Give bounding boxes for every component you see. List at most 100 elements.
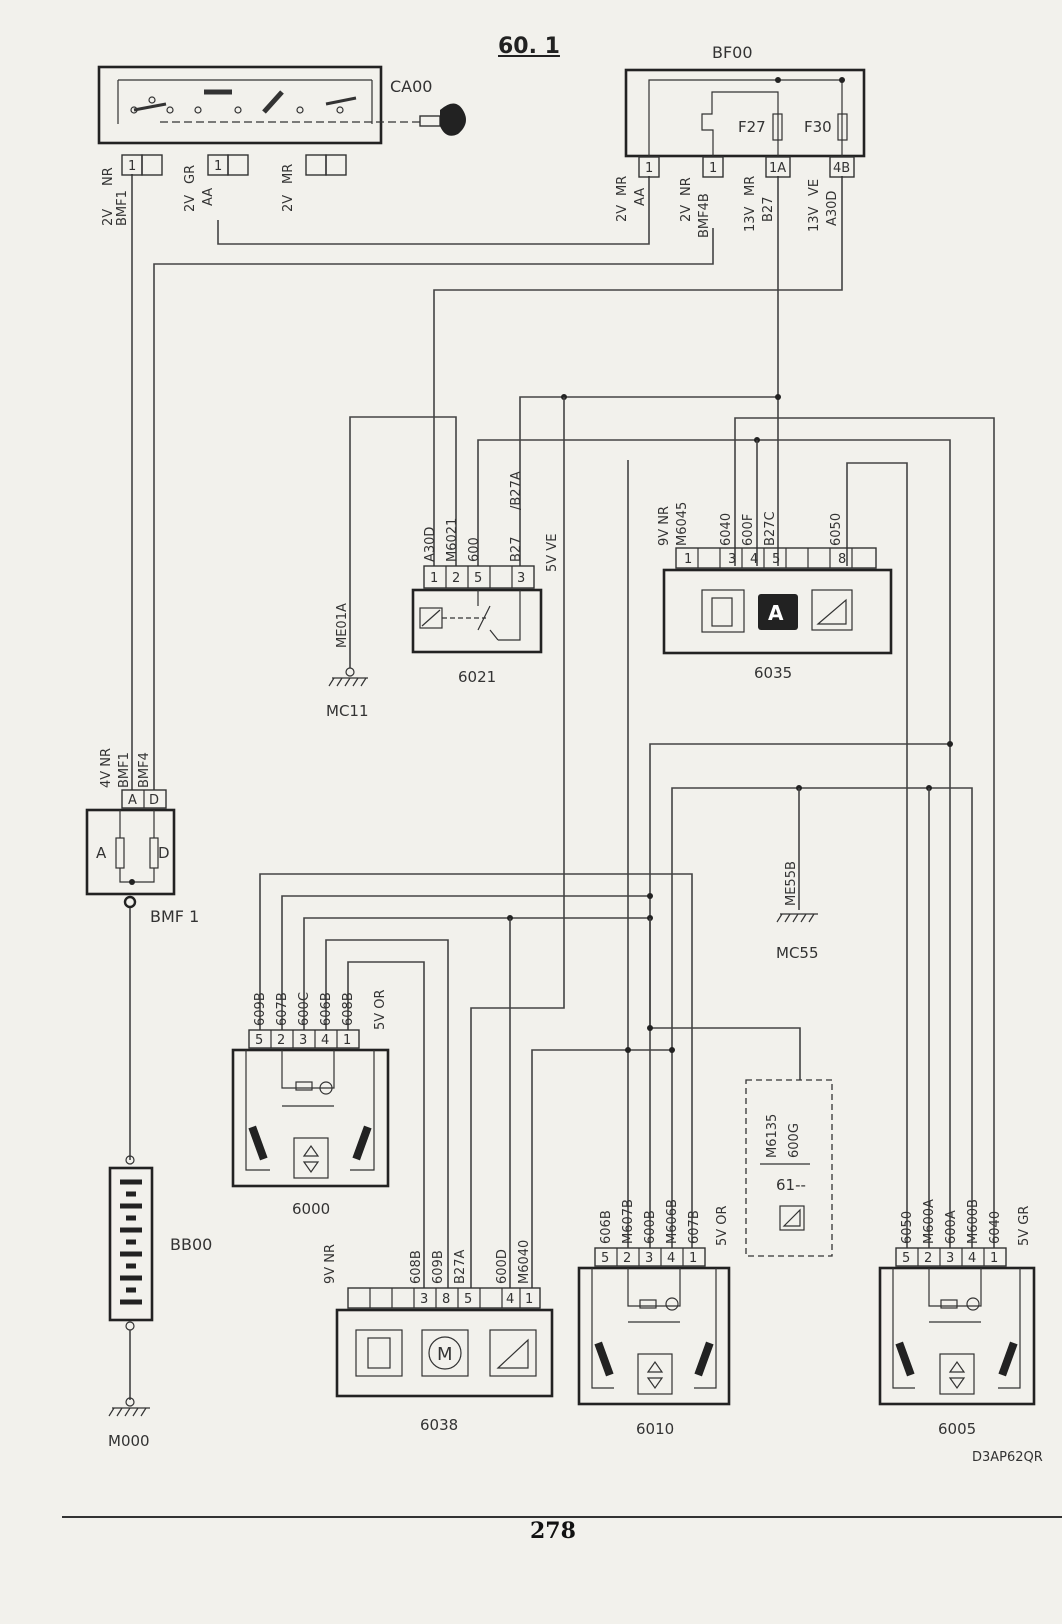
- module-61: M6135 600G 61--: [745, 1079, 833, 1257]
- 6005-label: 6005: [938, 1420, 976, 1438]
- bmf1-fuse-holder: A D A D BMF 1 4V NR BMF1 BMF4: [85, 748, 199, 926]
- 6005-pin-5: 5: [902, 1251, 910, 1266]
- 6038-pin-3: 3: [420, 1292, 428, 1307]
- bmf1-pin-d: D: [149, 793, 159, 808]
- 6038-wire-m6040: M6040: [517, 1240, 532, 1284]
- 6010-wire-606b: 606B: [599, 1210, 614, 1244]
- 6038-wire-609b: 609B: [431, 1250, 446, 1284]
- bf00-w4-gauge: 13V: [807, 206, 822, 232]
- 6005-wire-6050: 6050: [900, 1211, 915, 1244]
- 6010-pin-2: 2: [623, 1251, 631, 1266]
- 6038-label: 6038: [420, 1416, 458, 1434]
- bf00-pin-1: 1: [645, 161, 653, 176]
- 6000-pin-2: 2: [277, 1033, 285, 1048]
- bf00-pin-1a: 1A: [769, 161, 786, 176]
- bf00-w3-id: B27: [761, 197, 776, 222]
- bb00-label: BB00: [170, 1235, 212, 1254]
- bf00-w2-id: BMF4B: [697, 193, 712, 238]
- 6038-pin-5: 5: [464, 1292, 472, 1307]
- fuse-f27-label: F27: [738, 118, 766, 136]
- bf00-w1-id: AA: [633, 188, 648, 206]
- wire-network: [131, 174, 995, 1288]
- 6021-conn-label: 5V VE: [545, 534, 560, 572]
- ca00-wire2-id: AA: [201, 188, 216, 206]
- 61-label: 61--: [776, 1176, 806, 1194]
- 6000-wire-600c: 600C: [297, 992, 312, 1026]
- mc55-wire: ME55B: [784, 861, 799, 906]
- 6021-wire-m6021: M6021: [445, 518, 460, 562]
- drawing-reference: D3AP62QR: [972, 1450, 1043, 1465]
- mc11-wire: ME01A: [335, 603, 350, 648]
- 6010-pin-3: 3: [645, 1251, 653, 1266]
- 6021-pin-3: 3: [517, 571, 525, 586]
- auto-mode-icon: A: [768, 601, 784, 625]
- 6021-label: 6021: [458, 668, 496, 686]
- 6021-wire-600: 600: [467, 537, 482, 562]
- ca00-pin-1b: 1: [214, 159, 222, 174]
- ca00-wire3-gauge: 2V: [281, 195, 296, 212]
- 6005-wire-m600b: M600B: [966, 1199, 981, 1244]
- 6000-pin-1: 1: [343, 1033, 351, 1048]
- bmf1-pin-a: A: [128, 793, 137, 808]
- bmf1-inner-a: A: [96, 844, 107, 862]
- m000-label: M000: [108, 1432, 150, 1450]
- 6005-wire-600a: 600A: [944, 1210, 959, 1244]
- 6035-pin-3: 3: [728, 552, 736, 567]
- 6000-wire-607b: 607B: [275, 992, 290, 1026]
- 6038-wire-608b: 608B: [409, 1250, 424, 1284]
- ca00-wire1-id: BMF1: [115, 190, 130, 226]
- 6021-wire-a30d: A30D: [423, 527, 438, 562]
- bmf1-wire-bmf1: BMF1: [117, 752, 132, 788]
- 6010-wire-607b: 607B: [687, 1210, 702, 1244]
- 6005-pin-3: 3: [946, 1251, 954, 1266]
- ca00-wire3-color: MR: [281, 164, 296, 184]
- 6035-pin-8: 8: [838, 552, 846, 567]
- 6038-wire-600d: 600D: [495, 1249, 510, 1284]
- 6021-pin-2: 2: [452, 571, 460, 586]
- ground-mc55: ME55B MC55: [776, 861, 819, 962]
- 6010-conn-label: 5V OR: [715, 1205, 730, 1246]
- 6005-wire-6040: 6040: [988, 1211, 1003, 1244]
- 6010-wire-600b: 600B: [643, 1210, 658, 1244]
- 6035-pin-1: 1: [684, 552, 692, 567]
- bf00-w4-color: VE: [807, 179, 822, 196]
- 61-wire-m6135: M6135: [765, 1114, 780, 1158]
- bf00-pin-1b: 1: [709, 161, 717, 176]
- bf00-w2-color: NR: [679, 177, 694, 196]
- 6038-conn-label: 9V NR: [323, 1244, 338, 1284]
- 6005-pin-2: 2: [924, 1251, 932, 1266]
- 6021-pin-1: 1: [430, 571, 438, 586]
- 6035-label: 6035: [754, 664, 792, 682]
- bf00-pin-4b: 4B: [833, 161, 850, 176]
- 6005-conn-label: 5V GR: [1017, 1206, 1032, 1246]
- 6010-wire-m606b: M606B: [665, 1199, 680, 1244]
- bmf1-wire-bmf4: BMF4: [137, 752, 152, 788]
- bf00-fuse-box: BF00 F27 F30 1 1 1A 4B 2V MR AA 2V NR BM…: [615, 43, 866, 238]
- fuse-f30-label: F30: [804, 118, 832, 136]
- 6010-pin-5: 5: [601, 1251, 609, 1266]
- 6000-label: 6000: [292, 1200, 330, 1218]
- ca00-wire2-color: GR: [183, 165, 198, 184]
- 6035-wire-6040: 6040: [719, 513, 734, 546]
- footer-divider: [62, 1516, 1062, 1518]
- 6035-pin-5: 5: [772, 552, 780, 567]
- ground-mc11: ME01A MC11: [326, 603, 369, 720]
- ca00-ignition-switch: CA00 1 1 2V NR BMF1 2V GR AA 2V MR: [97, 65, 466, 226]
- 6010-wire-m607b: M607B: [621, 1199, 636, 1244]
- bmf1-conn-label: 4V NR: [99, 748, 114, 788]
- ecu-6035: 1 3 4 5 8 A 6035 9V NR M6045 6040 600F B…: [657, 502, 893, 682]
- motor-module-6038: 3 8 5 4 1 M 6038 9V NR 608B 609B B27A 60…: [323, 1240, 554, 1434]
- 6000-wire-608b: 608B: [341, 992, 356, 1026]
- 6038-pin-1: 1: [525, 1292, 533, 1307]
- switch-6005: 5 2 3 4 1 6005 6050 M600A 600A M600B 604…: [878, 1199, 1036, 1438]
- 6038-pin-8: 8: [442, 1292, 450, 1307]
- 6010-pin-1: 1: [689, 1251, 697, 1266]
- 6021-wire-b27: B27: [509, 537, 524, 562]
- bmf1-inner-d: D: [158, 844, 170, 862]
- 6035-pin-4: 4: [750, 552, 758, 567]
- 6005-pin-1: 1: [990, 1251, 998, 1266]
- bf00-w1-color: MR: [615, 176, 630, 196]
- ca00-wire2-gauge: 2V: [183, 195, 198, 212]
- 6035-wire-6050: 6050: [829, 513, 844, 546]
- 6005-pin-4: 4: [968, 1251, 976, 1266]
